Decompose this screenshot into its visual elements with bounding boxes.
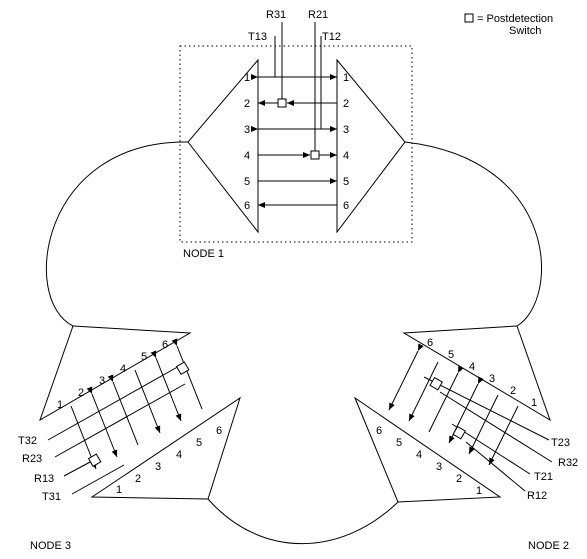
node3-outer-port-3: 3	[99, 375, 105, 387]
node1-left-port-4: 4	[244, 150, 250, 162]
node3-outer-port-4: 4	[120, 363, 126, 375]
node3-t31-line	[71, 464, 125, 495]
node1-left-port-2: 2	[244, 98, 250, 110]
node1-switch-4	[310, 150, 320, 160]
node3-label-t31: T31	[42, 491, 61, 503]
node2-outer-port-2: 2	[510, 385, 516, 397]
node2-inner-port-4: 4	[416, 449, 422, 461]
node3-inner-demux	[90, 396, 241, 500]
node1-right-port-1: 1	[343, 72, 349, 84]
node3-name: NODE 3	[30, 540, 71, 552]
node2-channel-5	[408, 361, 439, 422]
node1-left-port-5: 5	[244, 176, 250, 188]
node1-label-r31: R31	[266, 9, 286, 21]
node1-right-demux	[336, 58, 406, 234]
node2-label-t23: T23	[551, 437, 570, 449]
node2-outer-port-5: 5	[448, 349, 454, 361]
arc-node1-node2	[404, 141, 542, 327]
node3-outer-port-6: 6	[162, 339, 168, 351]
node3-channel-5	[150, 350, 182, 422]
node3-inner-port-2: 2	[135, 473, 141, 485]
node3-channel-3	[107, 374, 139, 446]
arc-node1-node3	[45, 141, 189, 327]
node1-label-r21: R21	[308, 9, 328, 21]
node1-name: NODE 1	[183, 248, 224, 260]
node2-name: NODE 2	[528, 540, 569, 552]
node1-right-port-4: 4	[343, 150, 349, 162]
node3-outer-port-1: 1	[57, 399, 63, 411]
legend-text-line2: Switch	[509, 25, 541, 37]
node2-label-r32: R32	[558, 457, 578, 469]
node2-switch-2	[452, 425, 467, 440]
node3-r23-line	[54, 383, 186, 458]
node2-outer-demux	[402, 325, 551, 422]
arc-node3-node2	[207, 498, 399, 545]
node3-label-t32: T32	[18, 435, 37, 447]
node1-left-demux	[187, 58, 259, 234]
node-1: 1 2 3 4 5 6 1 2 3 4 5 6 R31 R21 T13 T12 …	[179, 9, 413, 260]
node3-inner-port-5: 5	[196, 437, 202, 449]
node1-label-t13: T13	[248, 31, 267, 43]
node3-channel-6	[171, 338, 203, 410]
node3-label-r13: R13	[34, 473, 54, 485]
node3-channel-2	[86, 386, 118, 458]
node2-outer-port-3: 3	[489, 373, 495, 385]
node3-inner-port-6: 6	[216, 425, 222, 437]
node2-label-t21: T21	[534, 471, 553, 483]
node1-left-port-6: 6	[244, 200, 250, 212]
node3-inner-port-1: 1	[116, 484, 122, 496]
node2-channel-2	[468, 394, 499, 455]
node1-left-port-3: 3	[244, 124, 250, 136]
node3-channel-4	[134, 369, 161, 434]
node2-outer-port-1: 1	[531, 397, 537, 409]
node2-inner-port-6: 6	[376, 425, 382, 437]
node2-channel-6	[388, 343, 424, 411]
node2-channel-1	[488, 405, 519, 466]
node2-outer-port-4: 4	[469, 361, 475, 373]
node1-label-t12: T12	[322, 31, 341, 43]
node1-right-port-3: 3	[343, 124, 349, 136]
node3-inner-port-4: 4	[176, 449, 182, 461]
node1-right-port-2: 2	[343, 98, 349, 110]
node2-inner-demux	[353, 396, 502, 503]
node3-outer-port-2: 2	[78, 387, 84, 399]
node1-switch-2	[277, 98, 287, 108]
node2-inner-port-5: 5	[396, 437, 402, 449]
switch-legend-icon	[464, 13, 474, 23]
node3-outer-demux	[39, 325, 192, 422]
node2-inner-port-3: 3	[436, 461, 442, 473]
node-2: 6 5 4 3 2 1 6 5 4 3 2 1 T23 R32 T21 R12 …	[353, 325, 578, 552]
node-3: 1 2 3 4 5 6 1 2 3 4 5 6 T32 R23 R13 T31 …	[18, 325, 241, 552]
node3-r13-line	[63, 460, 93, 477]
node2-r32-line	[439, 391, 553, 463]
ring-arcs	[45, 141, 542, 545]
node1-right-port-6: 6	[343, 200, 349, 212]
legend-text-line1: = Postdetection	[477, 13, 553, 25]
node1-left-port-1: 1	[244, 72, 250, 84]
node3-outer-port-5: 5	[141, 351, 147, 363]
node2-r12-line	[465, 441, 526, 492]
node3-inner-port-3: 3	[155, 461, 161, 473]
node2-outer-port-6: 6	[427, 337, 433, 349]
node2-switch-5	[429, 376, 444, 391]
node2-inner-port-2: 2	[456, 473, 462, 485]
node1-boundary	[179, 45, 413, 243]
node2-t23-line	[423, 376, 550, 441]
node3-switch-1	[87, 453, 102, 468]
node3-switch-6	[175, 361, 190, 376]
node2-label-r12: R12	[527, 490, 547, 502]
legend: = Postdetection Switch	[464, 13, 553, 37]
node3-label-r23: R23	[22, 453, 42, 465]
node3-t32-line	[47, 364, 182, 441]
node1-right-port-5: 5	[343, 176, 349, 188]
node2-inner-port-1: 1	[476, 485, 482, 497]
